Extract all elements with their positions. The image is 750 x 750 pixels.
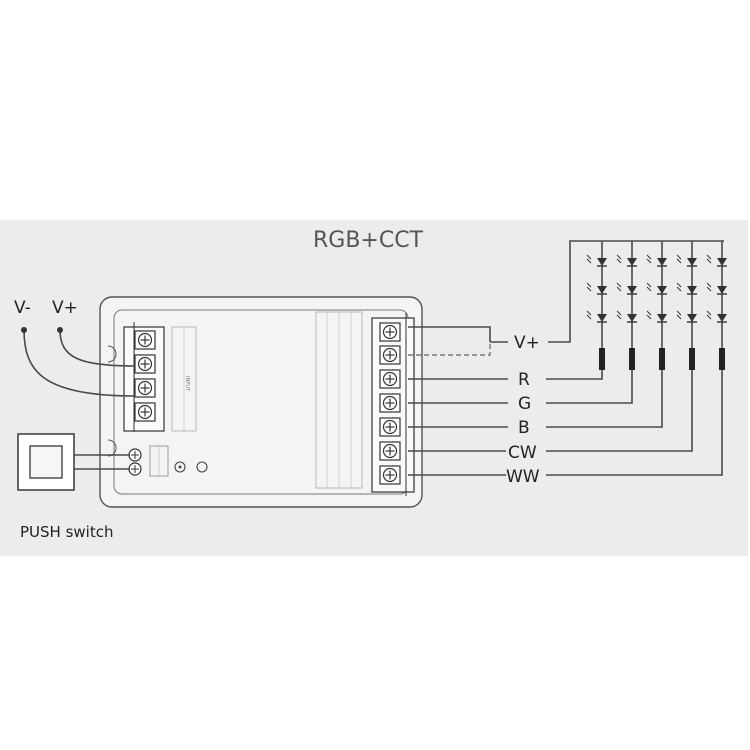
vplus-bus-wire (548, 240, 724, 343)
led-icon (676, 254, 698, 323)
input-pos-label: V+ (52, 298, 78, 318)
input-neg-label: V- (14, 298, 31, 318)
led-icon (616, 254, 638, 323)
input-terminal-block (123, 322, 165, 432)
output-label-vplus: V+ (514, 333, 540, 353)
led-icon (706, 254, 728, 323)
output-label-r: R (518, 370, 530, 390)
output-terminal-block (371, 313, 415, 496)
output-label-cw: CW (508, 443, 537, 463)
output-label-g: G (518, 394, 531, 414)
input-neg-wire (23, 329, 136, 397)
resistor-icon (599, 348, 725, 370)
diagram-title: RGB+CCT (313, 228, 424, 253)
output-label-ww: WW (506, 467, 540, 487)
output-label-b: B (518, 418, 530, 438)
output-label-strip (315, 311, 363, 489)
svg-text:INPUT: INPUT (184, 376, 190, 392)
led-array (586, 241, 728, 370)
led-icon (646, 254, 668, 323)
push-switch-label: PUSH switch (20, 523, 113, 541)
led-icon (586, 254, 608, 323)
input-pos-wire (59, 329, 136, 367)
push-button-icon (17, 433, 75, 491)
controller-body (99, 296, 423, 508)
